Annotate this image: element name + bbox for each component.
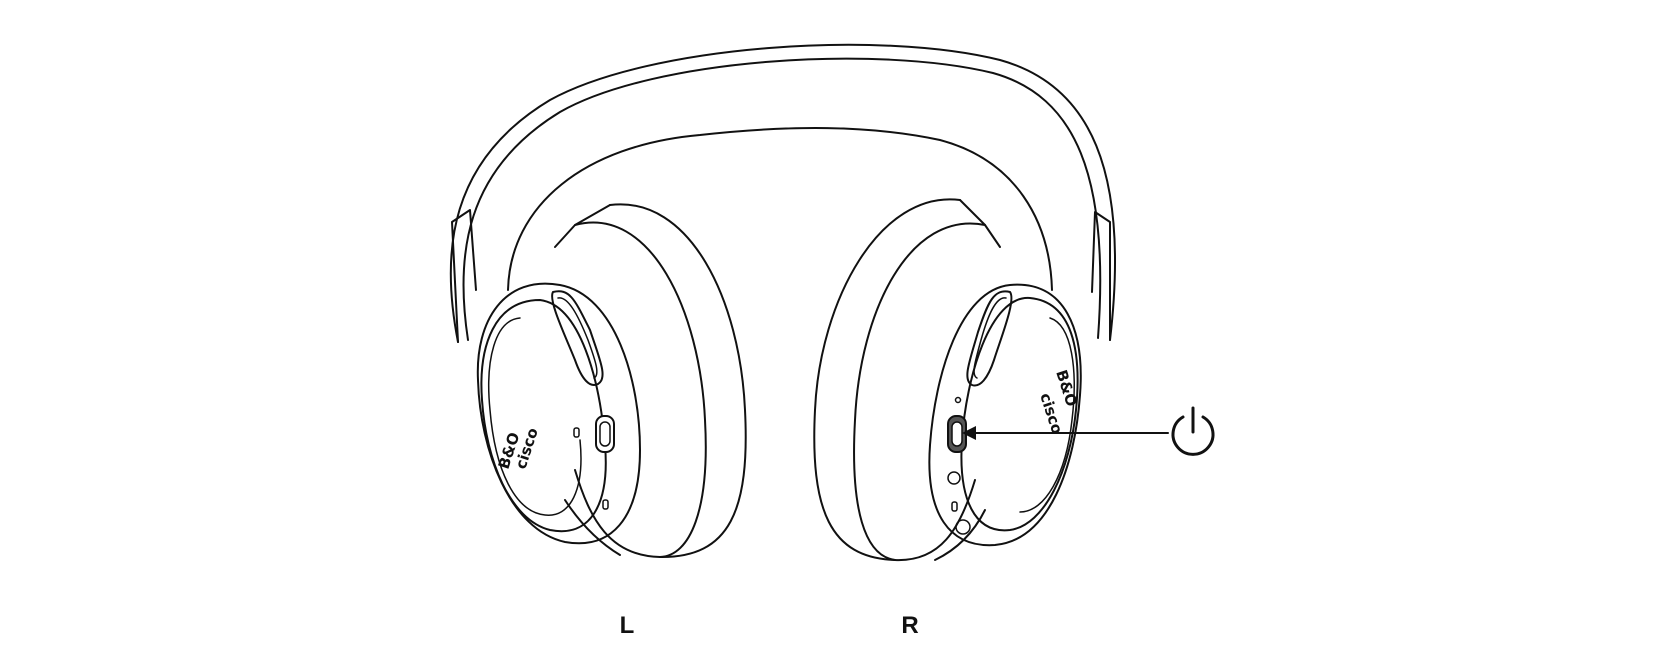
right-ear-cushion [813, 198, 1001, 562]
callout-arrowhead [962, 426, 976, 440]
left-ear-cup: cisco B&O [476, 282, 641, 545]
right-side-label: R [901, 612, 918, 639]
right-ear-cup: cisco B&O [928, 283, 1082, 547]
headband [449, 43, 1117, 343]
power-icon [1171, 406, 1215, 456]
left-ear-cushion [554, 203, 747, 559]
left-side-label: L [620, 612, 635, 639]
power-callout [962, 406, 1215, 456]
